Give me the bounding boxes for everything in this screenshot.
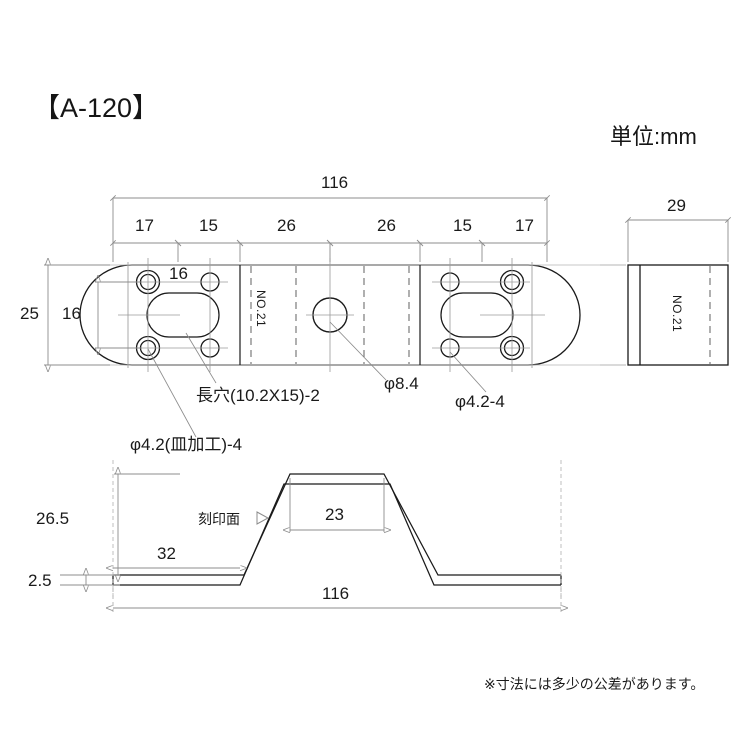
end-view-width-dimension bbox=[600, 217, 731, 366]
countersunk-holes-callout-label: φ4.2(皿加工)-4 bbox=[130, 435, 243, 454]
plan-overall-width-label: 116 bbox=[321, 173, 349, 192]
elevation-top-flat-label: 23 bbox=[325, 505, 344, 524]
elevation-overall-length-label: 116 bbox=[322, 584, 350, 603]
plan-segment-label-3: 26 bbox=[277, 216, 296, 235]
stamp-face-label: 刻印面 bbox=[198, 511, 240, 527]
end-view-width-label: 29 bbox=[667, 196, 686, 215]
plan-inner-height-dimension bbox=[95, 282, 142, 348]
unit-label: 単位:mm bbox=[610, 124, 697, 149]
plan-segment-dimensions bbox=[110, 239, 550, 262]
plan-height-dimension bbox=[44, 265, 110, 365]
callout-leader-lines bbox=[147, 321, 487, 438]
plan-overall-width-dimension bbox=[110, 195, 550, 262]
elevation-height-label: 26.5 bbox=[36, 509, 70, 528]
plan-view-centerlines bbox=[118, 258, 545, 372]
plan-segment-label-6: 17 bbox=[515, 216, 534, 235]
plan-segment-label-1: 17 bbox=[135, 216, 154, 235]
page-title: 【A-120】 bbox=[33, 93, 160, 123]
tolerance-footnote: ※寸法には多少の公差があります。 bbox=[484, 676, 705, 692]
plain-holes-callout-label: φ4.2-4 bbox=[455, 392, 505, 411]
plan-inner-height-label: 16 bbox=[62, 304, 81, 323]
elevation-projection-lines bbox=[112, 460, 562, 600]
plan-view-bend-dashes bbox=[250, 266, 410, 364]
center-hole-callout-label: φ8.4 bbox=[384, 374, 419, 393]
plan-segment-label-2: 15 bbox=[199, 216, 218, 235]
stamp-face-marker-icon bbox=[256, 511, 270, 525]
elevation-top-flat-dimension bbox=[290, 478, 384, 532]
plan-segment-label-5: 15 bbox=[453, 216, 472, 235]
plan-segment-label-4: 26 bbox=[377, 216, 396, 235]
slot-callout-label: 長穴(10.2X15)-2 bbox=[196, 386, 320, 405]
elevation-thickness-dimension bbox=[60, 575, 120, 585]
plan-view-left-slot bbox=[146, 292, 220, 338]
elevation-thickness-label: 2.5 bbox=[28, 571, 52, 590]
end-view-part-number: NO.21 bbox=[670, 295, 684, 333]
elevation-foot-length-label: 32 bbox=[157, 544, 176, 563]
plan-hole-pitch-label: 16 bbox=[169, 264, 188, 283]
elevation-view-profile bbox=[112, 473, 562, 586]
plan-view-bend-lines bbox=[239, 265, 421, 365]
end-view-geometry bbox=[627, 264, 729, 366]
plan-view-right-slot bbox=[440, 292, 514, 338]
elevation-height-dimension bbox=[114, 474, 180, 575]
plan-height-label: 25 bbox=[20, 304, 39, 323]
elevation-overall-dimension bbox=[113, 588, 561, 612]
plan-part-number: NO.21 bbox=[254, 290, 268, 328]
